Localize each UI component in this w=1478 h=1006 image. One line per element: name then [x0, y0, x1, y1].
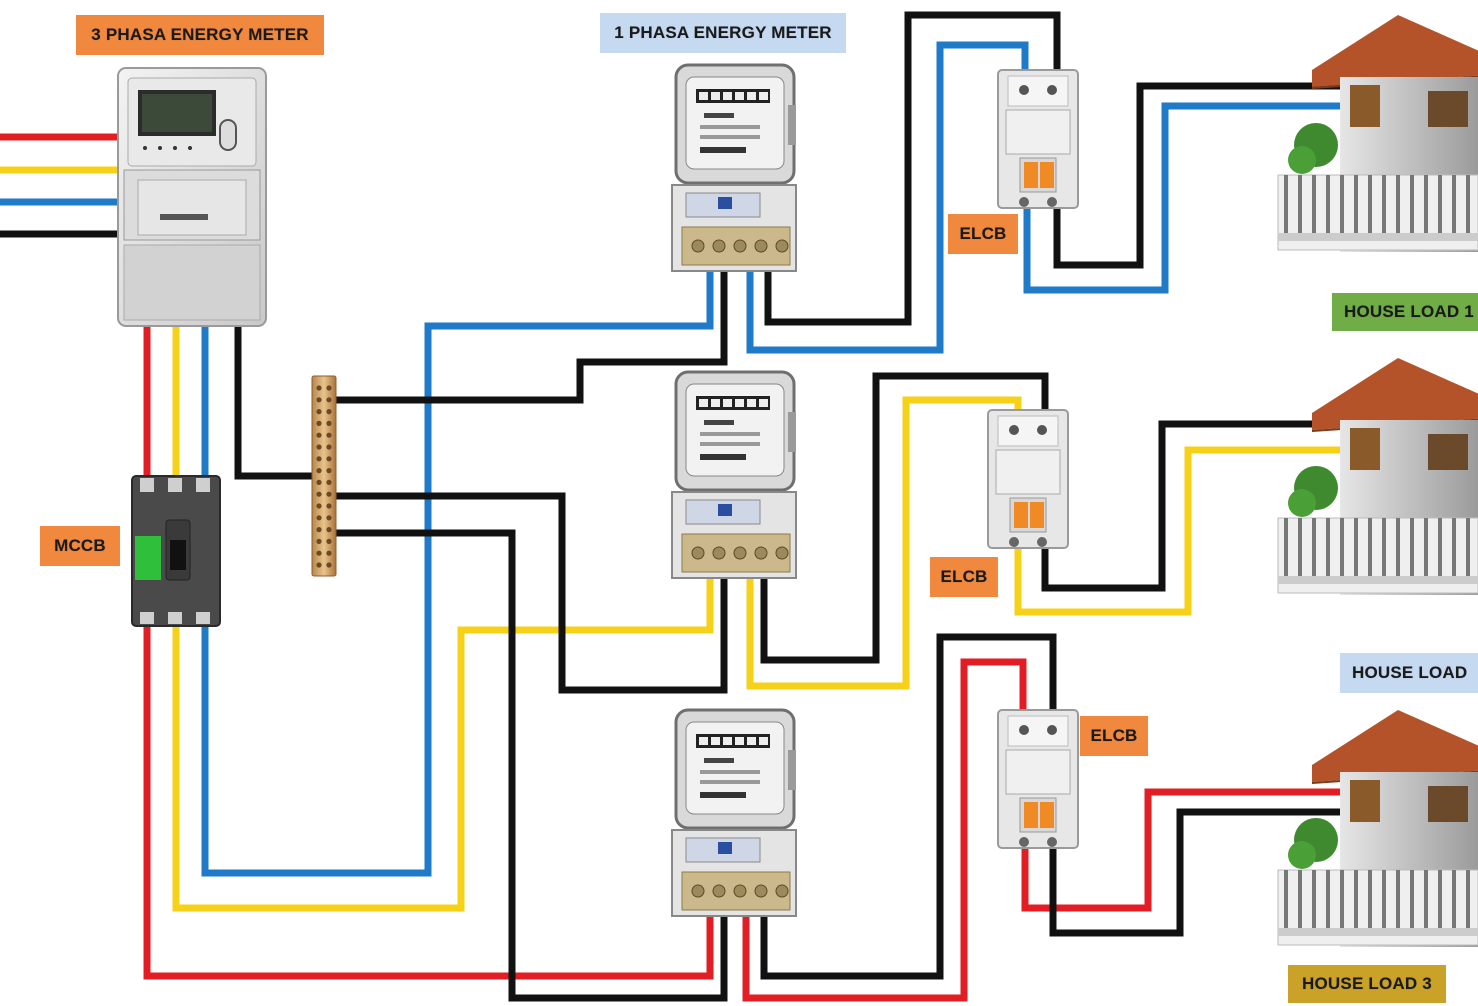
meter1-elcb1-black — [764, 11, 1061, 326]
meter3-elcb3-red — [742, 658, 1027, 1002]
single-phase-meter-3 — [671, 708, 797, 917]
yellow-phase-feed — [172, 576, 714, 912]
house-1 — [1277, 15, 1478, 252]
neutral-meter-2 — [336, 492, 728, 694]
single-phase-meter-1 — [671, 63, 797, 272]
house-icon — [1277, 358, 1478, 595]
elcb-breaker-icon — [997, 709, 1079, 849]
neutral-meter-3 — [336, 529, 728, 1002]
elcb-2 — [987, 409, 1069, 549]
single-phase-meter-icon — [671, 708, 797, 917]
elcb3-house3-black — [1049, 808, 1345, 937]
meter1-elcb1-blue — [746, 41, 1029, 354]
elcb3-house3-red — [1021, 788, 1345, 912]
elcb-1-label: ELCB — [948, 214, 1018, 254]
house-load-2-label: HOUSE LOAD — [1340, 653, 1478, 693]
elcb2-house2-yellow — [1014, 446, 1345, 616]
three-phase-meter-icon — [117, 67, 267, 327]
elcb2-house2-black — [1041, 420, 1345, 592]
single-phase-meter-2 — [671, 370, 797, 579]
house-2 — [1277, 358, 1478, 595]
wires — [0, 11, 1345, 1002]
elcb-breaker-icon — [997, 69, 1079, 209]
house-icon — [1277, 15, 1478, 252]
house-icon — [1277, 710, 1478, 947]
elcb1-house1-blue — [1023, 102, 1345, 294]
house-load-1-label: HOUSE LOAD 1 — [1332, 293, 1478, 331]
mccb-label: MCCB — [40, 526, 120, 566]
blue-phase-feed — [201, 270, 714, 877]
single-phase-meter-icon — [671, 370, 797, 579]
elcb-breaker-icon — [987, 409, 1069, 549]
house-3 — [1277, 710, 1478, 947]
red-phase-feed — [143, 625, 714, 980]
meter-busbar-neutral — [234, 325, 322, 480]
meter3-elcb3-black — [760, 633, 1057, 980]
neutral-meter-1 — [336, 270, 728, 404]
elcb-3-label: ELCB — [1080, 716, 1148, 756]
elcb-2-label: ELCB — [930, 557, 998, 597]
meter2-elcb2-black — [760, 372, 1049, 664]
single-phase-meter-icon — [671, 63, 797, 272]
elcb-1 — [997, 69, 1079, 209]
single-phase-meter-label: 1 PHASA ENERGY METER — [600, 13, 846, 53]
house-load-3-label: HOUSE LOAD 3 — [1288, 965, 1446, 1003]
elcb-3 — [997, 709, 1079, 849]
elcb1-house1-black — [1053, 82, 1345, 269]
mccb-breaker-icon — [131, 475, 221, 627]
meter2-elcb2-yellow — [746, 396, 1022, 690]
neutral-busbar-icon — [311, 375, 337, 577]
three-phase-meter-label: 3 PHASA ENERGY METER — [76, 15, 324, 55]
